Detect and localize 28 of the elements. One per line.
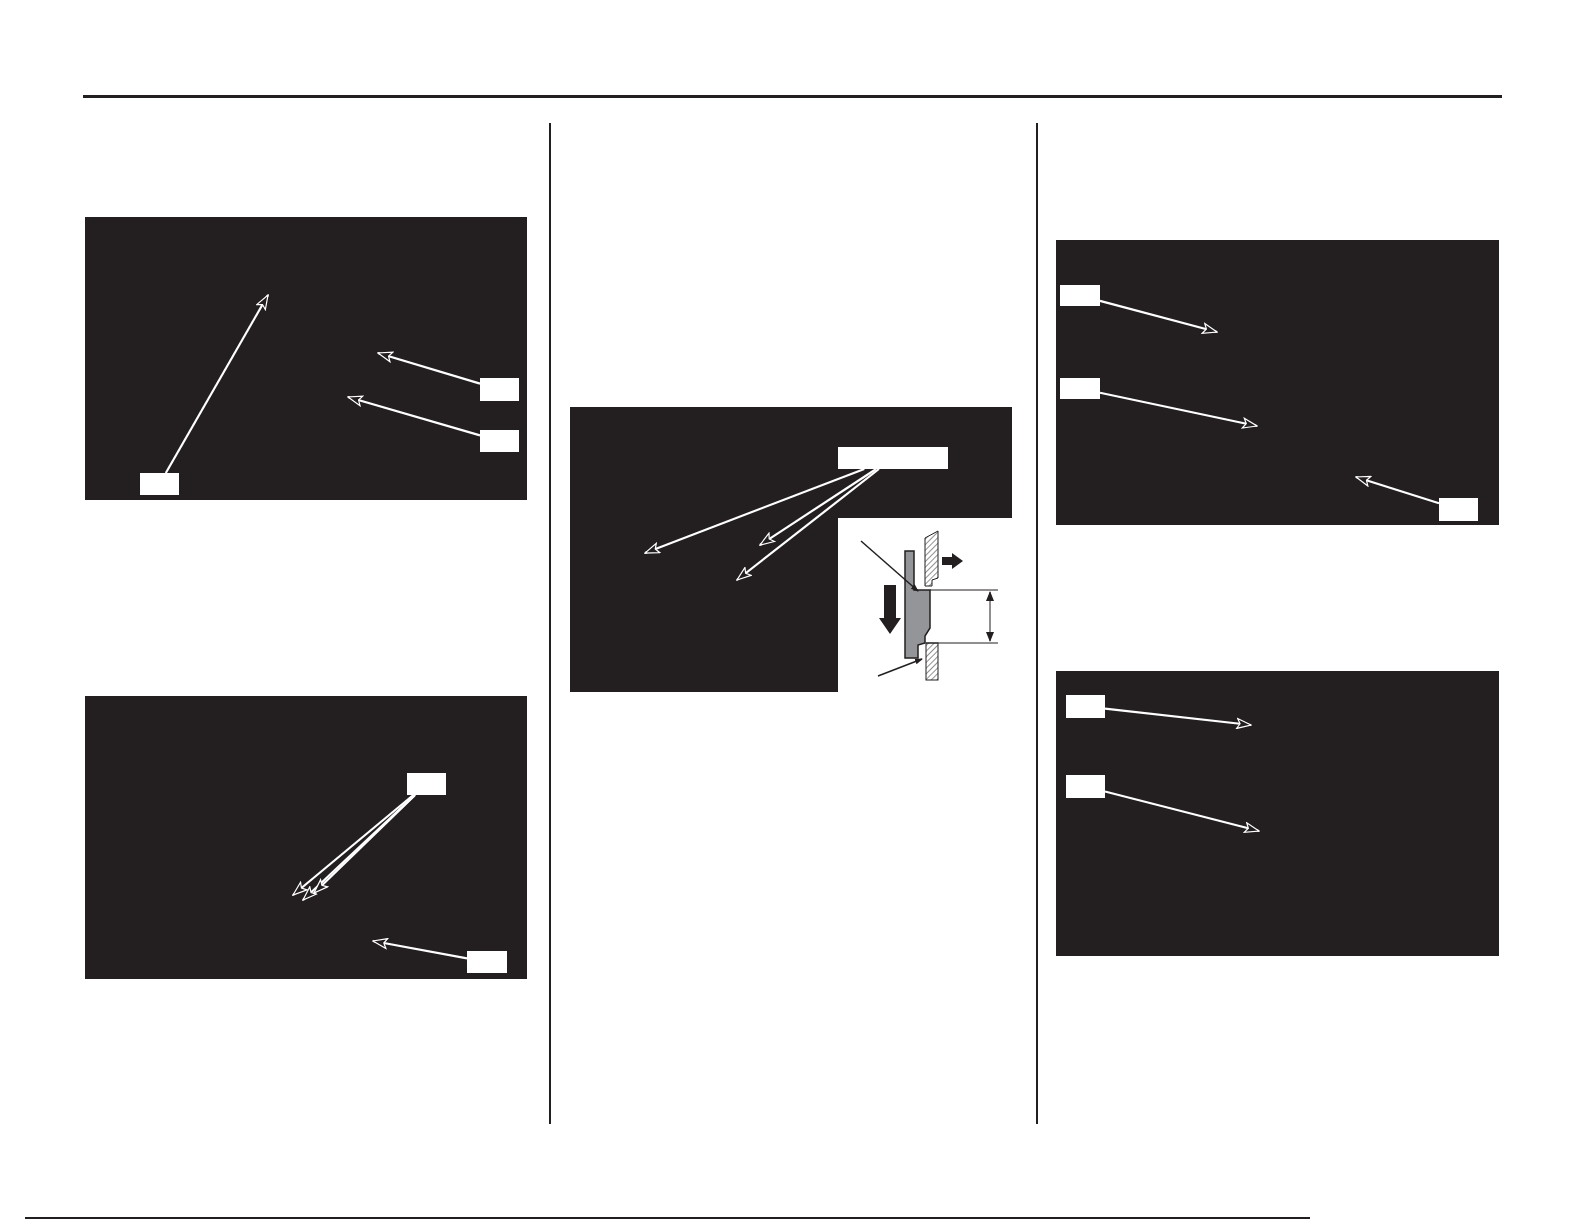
callout-box: [480, 430, 519, 452]
callout-box: [1066, 775, 1105, 798]
leader-arrow: [347, 395, 481, 437]
callout-box: [480, 378, 519, 401]
callout-box: [140, 473, 179, 495]
leader-arrow: [1104, 707, 1252, 729]
leader-arrow: [736, 468, 880, 581]
leader-arrow: [1104, 790, 1260, 833]
leader-arrow: [644, 467, 865, 555]
photo-panel: [1056, 240, 1499, 525]
leader-arrow: [377, 351, 481, 385]
callout-box: [467, 951, 507, 973]
callout-box: [1060, 378, 1100, 399]
photo-panel: [85, 217, 527, 500]
leader-arrow: [313, 794, 416, 894]
callout-box: [407, 773, 446, 795]
photo-panel: [85, 696, 527, 979]
leader-arrow: [1099, 299, 1218, 334]
leader-arrow: [372, 938, 468, 960]
leader-arrow: [759, 468, 877, 546]
leader-arrow: [1355, 475, 1440, 505]
callout-box: [838, 447, 948, 469]
callout-box: [1066, 695, 1105, 718]
callout-box: [1439, 498, 1478, 521]
callout-box: [1060, 285, 1100, 306]
leader-arrow: [1099, 391, 1258, 429]
photo-panel: [1056, 671, 1499, 956]
photo-panel: [570, 407, 1012, 692]
